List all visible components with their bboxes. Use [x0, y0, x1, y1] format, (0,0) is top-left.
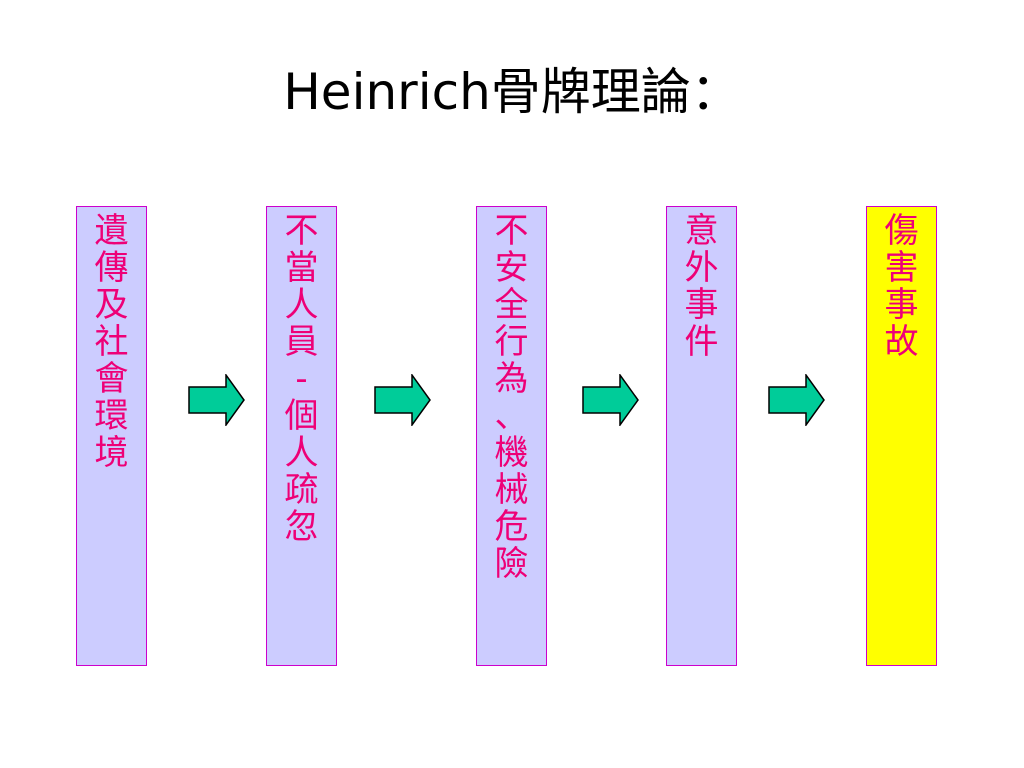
arrow-right-icon — [374, 374, 431, 426]
page-title: Heinrich骨牌理論： — [283, 63, 741, 121]
step-box-4: 意 外 事 件 — [666, 206, 737, 666]
arrow-right-icon — [188, 374, 245, 426]
step-label-3: 不 安 全 行 為 、 機 械 危 險 — [494, 211, 529, 584]
step-box-5: 傷 害 事 故 — [866, 206, 937, 666]
step-label-2: 不 當 人 員 - 個 人 疏 忽 — [284, 211, 319, 547]
step-label-1: 遺 傳 及 社 會 環 境 — [94, 211, 129, 473]
step-box-1: 遺 傳 及 社 會 環 境 — [76, 206, 147, 666]
step-label-5: 傷 害 事 故 — [884, 211, 919, 362]
step-box-3: 不 安 全 行 為 、 機 械 危 險 — [476, 206, 547, 666]
arrow-right-icon — [582, 374, 639, 426]
step-box-2: 不 當 人 員 - 個 人 疏 忽 — [266, 206, 337, 666]
step-label-4: 意 外 事 件 — [684, 211, 719, 362]
arrow-right-icon — [768, 374, 825, 426]
